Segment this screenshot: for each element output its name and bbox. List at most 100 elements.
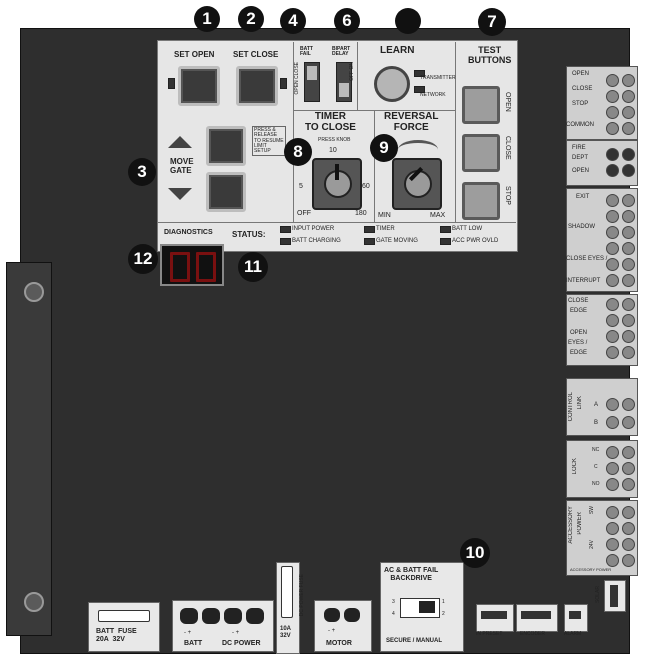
terminal-screw[interactable] — [606, 462, 619, 475]
batt-fuse-label: BATT FUSE 20A 32V — [96, 628, 137, 644]
terminal-screw[interactable] — [622, 90, 635, 103]
timer-180: 180 — [355, 210, 367, 217]
bipart-delay-switch[interactable] — [336, 62, 352, 102]
terminal-screw[interactable] — [622, 298, 635, 311]
term4-edge2: EDGE — [570, 350, 588, 356]
callout-11: 12 — [128, 244, 158, 274]
term5-b: B — [594, 420, 599, 426]
terminal-screw[interactable] — [622, 242, 635, 255]
connector-pin — [324, 608, 340, 622]
terminal-screw[interactable] — [622, 194, 635, 207]
terminal-screw[interactable] — [622, 522, 635, 535]
test-close-label: CLOSE — [504, 136, 511, 160]
backdrive-switch[interactable] — [400, 598, 440, 618]
callout-12: 10 — [460, 538, 490, 568]
connector-pin — [224, 608, 242, 624]
terminal-screw[interactable] — [606, 522, 619, 535]
terminal-screw[interactable] — [606, 416, 619, 429]
terminal-screw[interactable] — [606, 210, 619, 223]
status-led — [280, 226, 291, 233]
backdrive-title: AC & BATT FAIL BACKDRIVE — [384, 567, 439, 583]
encoder-connector — [516, 604, 558, 632]
learn-button[interactable] — [374, 66, 410, 102]
terminal-screw[interactable] — [622, 274, 635, 287]
terminal-screw[interactable] — [606, 74, 619, 87]
in-preset-label: IN PRESET — [476, 631, 503, 637]
callout-5-unnumbered — [395, 8, 421, 34]
terminal-screw[interactable] — [622, 164, 635, 177]
terminal-screw[interactable] — [622, 538, 635, 551]
terminal-screw[interactable] — [606, 314, 619, 327]
knob-pointer — [335, 164, 339, 180]
diagnostic-display — [160, 244, 224, 286]
terminal-screw[interactable] — [622, 226, 635, 239]
terminal-screw[interactable] — [622, 478, 635, 491]
terminal-screw[interactable] — [606, 106, 619, 119]
terminal-screw[interactable] — [622, 74, 635, 87]
terminal-screw[interactable] — [606, 122, 619, 135]
terminal-screw[interactable] — [606, 398, 619, 411]
terminal-screw[interactable] — [606, 538, 619, 551]
dc-pm: - + — [232, 630, 240, 636]
timer-knob[interactable] — [312, 158, 362, 210]
terminal-screw[interactable] — [622, 258, 635, 271]
terminal-screw[interactable] — [606, 258, 619, 271]
terminal-screw[interactable] — [622, 416, 635, 429]
set-open-led — [168, 78, 175, 89]
terminal-screw[interactable] — [622, 462, 635, 475]
terminal-screw[interactable] — [606, 90, 619, 103]
terminal-screw[interactable] — [622, 148, 635, 161]
terminal-screw[interactable] — [622, 398, 635, 411]
terminal-screw[interactable] — [606, 194, 619, 207]
move-gate-up-button[interactable] — [206, 126, 246, 166]
connector-pin — [344, 608, 360, 622]
terminal-screw[interactable] — [606, 330, 619, 343]
set-close-button[interactable] — [236, 66, 278, 106]
terminal-screw[interactable] — [622, 346, 635, 359]
terminal-screw[interactable] — [606, 226, 619, 239]
test-close-button[interactable] — [462, 134, 500, 172]
term7-24v: 24V — [589, 540, 595, 549]
terminal-screw[interactable] — [622, 506, 635, 519]
terminal-screw[interactable] — [606, 506, 619, 519]
terminal-screw[interactable] — [622, 446, 635, 459]
batt-fail-switch[interactable] — [304, 62, 320, 102]
terminal-screw[interactable] — [606, 242, 619, 255]
terminal-screw[interactable] — [606, 148, 619, 161]
solar-connector — [604, 580, 626, 612]
timer-off: OFF — [297, 210, 311, 217]
test-open-button[interactable] — [462, 86, 500, 124]
screw-column — [604, 70, 635, 576]
move-gate-down-button[interactable] — [206, 172, 246, 212]
batt-fuse[interactable] — [98, 610, 150, 622]
mounting-hole-bottom — [24, 592, 44, 612]
status-timer: TIMER — [376, 226, 395, 232]
dc-power-fuse[interactable] — [281, 566, 293, 618]
terminal-screw[interactable] — [622, 210, 635, 223]
terminal-screw[interactable] — [606, 554, 619, 567]
terminal-screw[interactable] — [606, 164, 619, 177]
term1-open: OPEN — [572, 71, 590, 77]
terminal-screw[interactable] — [606, 346, 619, 359]
terminal-screw[interactable] — [622, 330, 635, 343]
terminal-screw[interactable] — [622, 106, 635, 119]
terminal-screw[interactable] — [606, 274, 619, 287]
test-stop-button[interactable] — [462, 182, 500, 220]
terminal-screw[interactable] — [622, 554, 635, 567]
pin-strip — [481, 611, 507, 619]
status-led — [440, 238, 451, 245]
network-led — [414, 86, 425, 93]
backdrive-num-4: 4 — [392, 611, 395, 617]
terminal-screw[interactable] — [606, 298, 619, 311]
terminal-screw[interactable] — [622, 122, 635, 135]
backdrive-panel — [380, 562, 464, 652]
terminal-screw[interactable] — [606, 446, 619, 459]
reversal-knob[interactable] — [392, 158, 442, 210]
terminal-screw[interactable] — [606, 478, 619, 491]
set-open-button[interactable] — [178, 66, 220, 106]
backdrive-num-3: 3 — [392, 599, 395, 605]
callout-2: 2 — [238, 6, 264, 32]
terminal-block-2 — [566, 140, 638, 186]
callout-10: 11 — [238, 252, 268, 282]
terminal-screw[interactable] — [622, 314, 635, 327]
